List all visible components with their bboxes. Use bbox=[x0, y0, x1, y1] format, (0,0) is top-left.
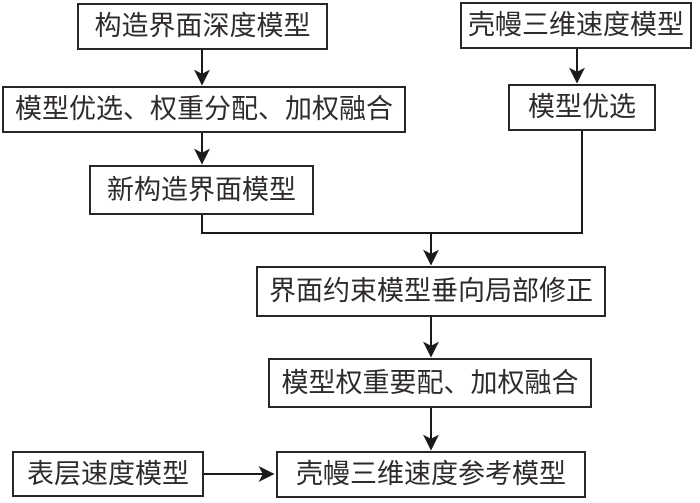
node-crust-mantle-3d-reference-model: 壳幔三维速度参考模型 bbox=[276, 451, 586, 498]
node-surface-velocity-model: 表层速度模型 bbox=[12, 451, 204, 497]
node-model-weighting-fusion: 模型权重要配、加权融合 bbox=[268, 358, 592, 408]
node-model-selection: 模型优选 bbox=[508, 84, 656, 131]
node-crust-mantle-3d-velocity-model: 壳幔三维速度模型 bbox=[460, 2, 692, 49]
node-interface-constrained-vertical-correction: 界面约束模型垂向局部修正 bbox=[256, 266, 606, 317]
node-structure-interface-depth-model: 构造界面深度模型 bbox=[77, 3, 328, 50]
node-selection-weighting-fusion: 模型优选、权重分配、加权融合 bbox=[2, 86, 406, 133]
node-new-structure-interface-model: 新构造界面模型 bbox=[89, 165, 314, 215]
edge-merge-rail bbox=[201, 131, 583, 234]
